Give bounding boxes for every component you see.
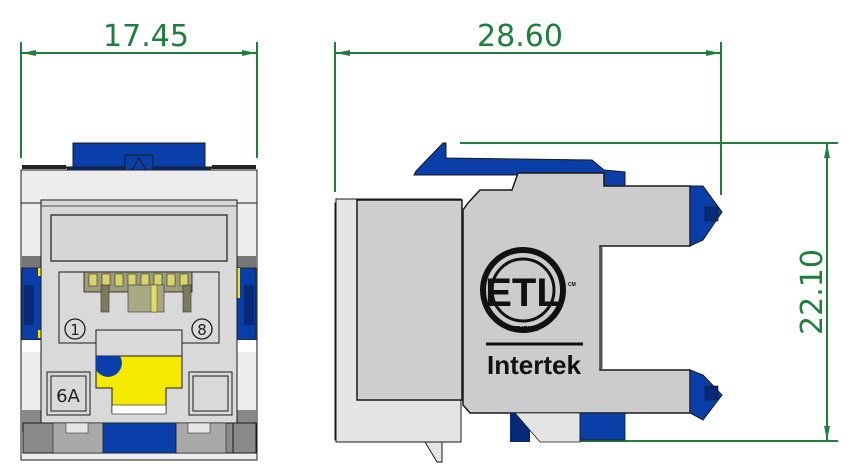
etl-mark-text: ETL xyxy=(485,271,561,315)
front-view: 17.45 xyxy=(20,19,258,461)
tip-lower xyxy=(689,369,723,421)
blank-badge xyxy=(188,371,233,416)
side-view: 28.60 22.10 xyxy=(334,19,838,463)
label-window xyxy=(50,214,228,262)
etl-certification-mark: ETL CM VERIFIED Intertek xyxy=(480,247,583,380)
dimension-length-side: 28.60 xyxy=(334,19,722,195)
tip-upper xyxy=(689,185,723,247)
dimension-height-side: 22.10 xyxy=(460,142,838,442)
pin-label-8: 8 xyxy=(197,321,207,339)
front-block xyxy=(334,198,463,463)
dimension-label-height: 22.10 xyxy=(795,249,830,335)
verified-text: VERIFIED xyxy=(507,326,539,333)
pin-label-1: 1 xyxy=(70,321,80,339)
category-badge: 6A xyxy=(46,371,91,416)
category-label: 6A xyxy=(56,386,80,407)
bottom-clip-side xyxy=(510,412,626,443)
front-base xyxy=(22,422,257,454)
dimension-label-length: 28.60 xyxy=(477,19,563,54)
dimension-width-front: 17.45 xyxy=(20,19,258,158)
dimension-label-width: 17.45 xyxy=(103,19,189,54)
intertek-logo-text: Intertek xyxy=(487,350,581,380)
main-body xyxy=(462,172,691,414)
cm-mark-text: CM xyxy=(568,282,576,288)
rj45-port: 1 8 xyxy=(58,271,220,415)
